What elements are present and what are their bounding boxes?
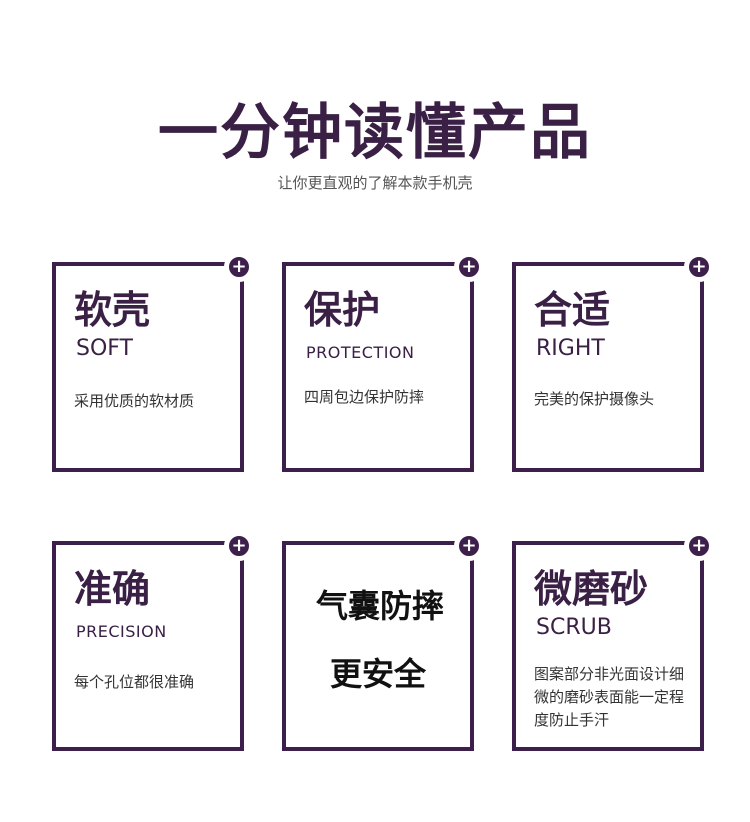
plus-icon[interactable]: + xyxy=(454,531,484,561)
feature-description: 四周包边保护防摔 xyxy=(304,388,425,406)
feature-title: 保护 xyxy=(304,288,381,332)
feature-card-protection: + 保护 PROTECTION 四周包边保护防摔 xyxy=(282,252,484,472)
feature-subtitle: RIGHT xyxy=(536,336,605,361)
feature-title: 微磨砂 xyxy=(534,567,649,611)
feature-card-airbag: + 气囊防摔 更安全 xyxy=(282,531,484,751)
airbag-line-2: 更安全 xyxy=(330,655,427,693)
plus-icon[interactable]: + xyxy=(224,252,254,282)
feature-subtitle: SOFT xyxy=(76,336,133,361)
feature-card-scrub: + 微磨砂 SCRUB 图案部分非光面设计细微的磨砂表面能一定程度防止手汗 xyxy=(512,531,714,751)
feature-card-right: + 合适 RIGHT 完美的保护摄像头 xyxy=(512,252,714,472)
page-subtitle: 让你更直观的了解本款手机壳 xyxy=(277,174,473,192)
feature-description: 每个孔位都很准确 xyxy=(74,673,195,691)
feature-subtitle: SCRUB xyxy=(536,615,612,640)
plus-icon[interactable]: + xyxy=(224,531,254,561)
feature-description: 完美的保护摄像头 xyxy=(534,390,655,408)
feature-card-precision: + 准确 PRECISION 每个孔位都很准确 xyxy=(52,531,254,751)
page-title: 一分钟读懂产品 xyxy=(158,98,592,168)
feature-subtitle: PRECISION xyxy=(76,622,167,641)
plus-icon[interactable]: + xyxy=(454,252,484,282)
feature-card-soft: + 软壳 SOFT 采用优质的软材质 xyxy=(52,252,254,472)
feature-title: 软壳 xyxy=(74,288,151,332)
airbag-line-1: 气囊防摔 xyxy=(316,587,445,625)
plus-icon[interactable]: + xyxy=(684,252,714,282)
feature-title: 准确 xyxy=(74,567,151,611)
feature-description: 采用优质的软材质 xyxy=(74,392,195,410)
plus-icon[interactable]: + xyxy=(684,531,714,561)
feature-description: 图案部分非光面设计细微的磨砂表面能一定程度防止手汗 xyxy=(534,665,685,729)
feature-subtitle: PROTECTION xyxy=(306,343,415,362)
feature-title: 合适 xyxy=(534,288,611,332)
